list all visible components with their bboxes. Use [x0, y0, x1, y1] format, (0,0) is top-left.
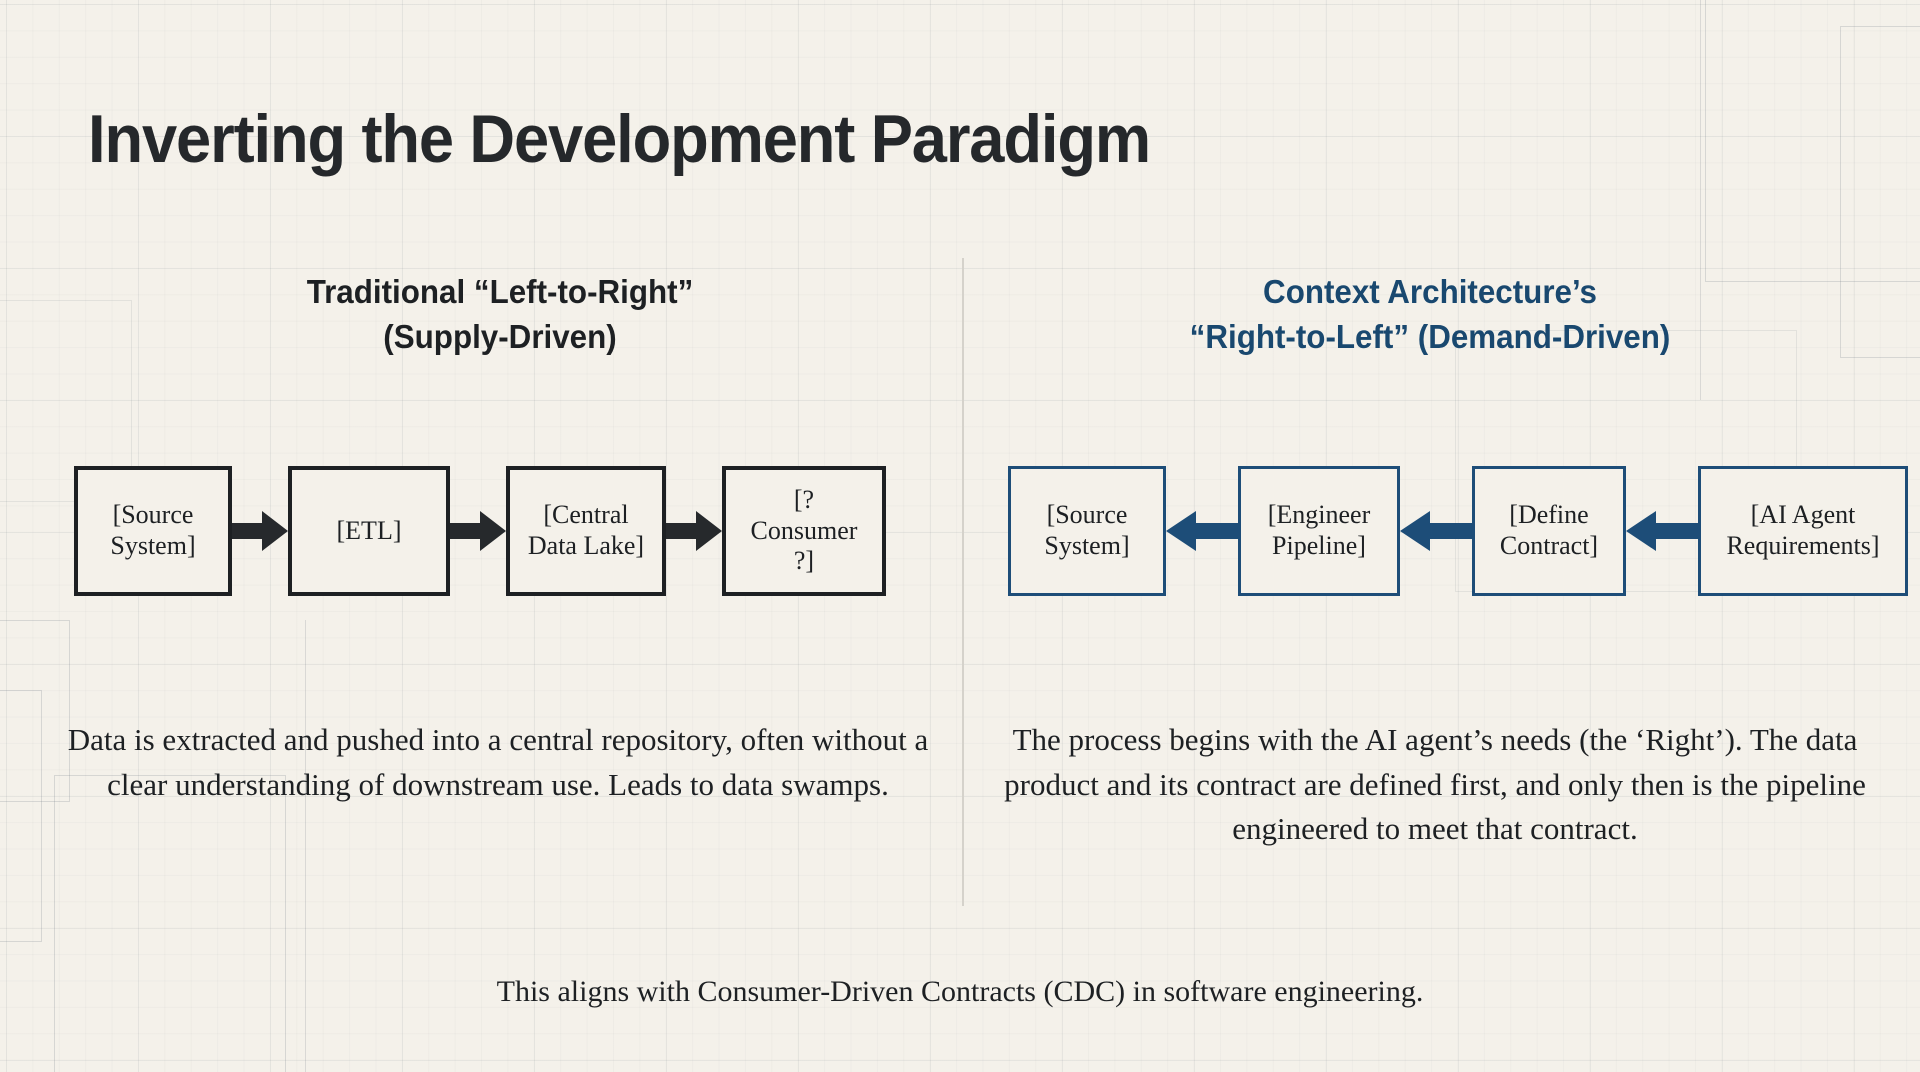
blueprint-rectangle	[1840, 26, 1920, 358]
arrow-right-icon	[666, 509, 722, 553]
right-flow-diagram: [Source System] [Engineer Pipeline] [Def…	[1008, 466, 1908, 596]
node-source-system-left: [Source System]	[74, 466, 232, 596]
node-label-line-1: [Source	[112, 500, 194, 530]
node-label-line-2: Data Lake]	[527, 531, 645, 560]
left-description: Data is extracted and pushed into a cent…	[67, 722, 929, 802]
blueprint-rectangle	[1705, 0, 1920, 282]
node-label-line-1: [AI Agent	[1750, 500, 1856, 530]
left-heading-line-1: Traditional “Left-to-Right”	[306, 273, 694, 310]
node-label-line-2: System]	[1044, 531, 1130, 560]
node-label-line-2: Requirements]	[1726, 531, 1880, 560]
node-source-system-right: [Source System]	[1008, 466, 1166, 596]
node-central-data-lake: [Central Data Lake]	[506, 466, 666, 596]
node-label-line-2: Consumer	[750, 515, 858, 545]
node-label-line-2: Pipeline]	[1272, 531, 1366, 560]
left-column-heading: Traditional “Left-to-Right” (Supply-Driv…	[82, 270, 918, 360]
right-column-heading: Context Architecture’s “Right-to-Left” (…	[1012, 270, 1848, 360]
arrow-right-icon	[450, 509, 506, 553]
right-heading-line-2: “Right-to-Left” (Demand-Driven)	[1189, 317, 1671, 355]
arrow-left-icon	[1166, 509, 1238, 553]
node-label-line-1: [Define	[1509, 500, 1589, 530]
node-label-line-1: [Source	[1046, 500, 1128, 530]
node-label-line-2: Contract]	[1499, 531, 1599, 560]
node-label-line-1: [ETL]	[336, 515, 402, 545]
arrow-right-icon	[232, 509, 288, 553]
node-label-line-2: System]	[110, 531, 196, 560]
arrow-left-icon	[1626, 509, 1698, 553]
node-label-line-1: [?	[793, 484, 815, 514]
node-unknown-consumer: [? Consumer ?]	[722, 466, 886, 596]
node-engineer-pipeline: [Engineer Pipeline]	[1238, 466, 1400, 596]
arrow-left-icon	[1400, 509, 1472, 553]
blueprint-rectangle	[0, 690, 42, 942]
node-define-contract: [Define Contract]	[1472, 466, 1626, 596]
right-description: The process begins with the AI agent’s n…	[1004, 722, 1866, 847]
left-heading-line-2: (Supply-Driven)	[383, 317, 617, 355]
node-label-line-1: [Engineer	[1267, 500, 1371, 530]
node-ai-agent-requirements: [AI Agent Requirements]	[1698, 466, 1908, 596]
left-flow-diagram: [Source System] [ETL] [Central Data Lake…	[74, 466, 886, 596]
column-divider	[962, 258, 964, 906]
node-label-line-3: ?]	[793, 546, 815, 576]
node-etl: [ETL]	[288, 466, 450, 596]
slide-title: Inverting the Development Paradigm	[88, 101, 1151, 177]
footer-note: This aligns with Consumer-Driven Contrac…	[496, 975, 1424, 1008]
right-heading-line-1: Context Architecture’s	[1263, 273, 1597, 310]
blueprint-rectangle	[54, 775, 286, 1072]
node-label-line-1: [Central	[543, 500, 629, 530]
